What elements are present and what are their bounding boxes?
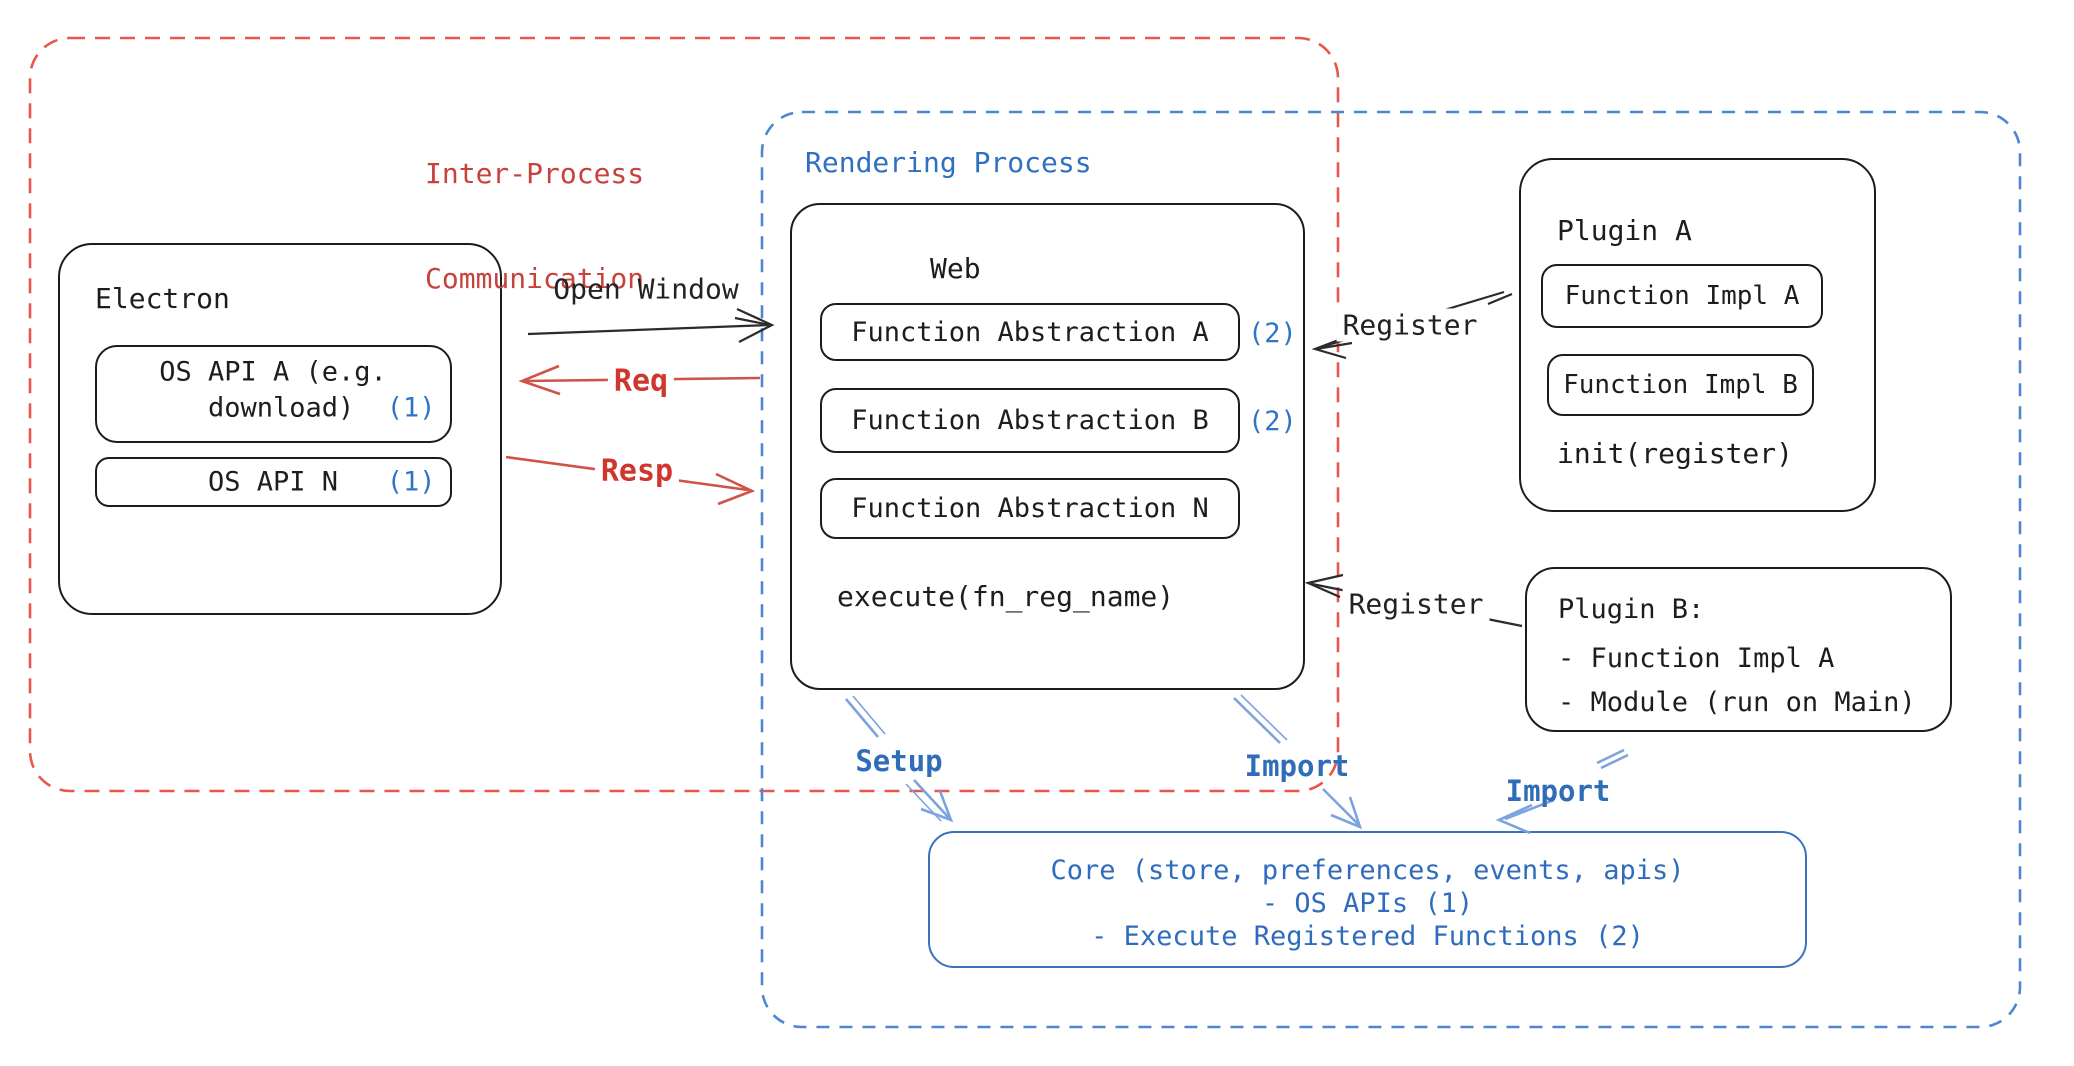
electron-title: Electron xyxy=(95,282,230,315)
os-api-a-badge: (1) xyxy=(386,392,436,424)
os-api-n-row: OS API N (1) xyxy=(110,436,436,529)
fn-abstraction-b-label: Function Abstraction B xyxy=(851,405,1209,436)
import-plugin-label: Import xyxy=(1505,774,1611,808)
fn-abstraction-a-label: Function Abstraction A xyxy=(851,316,1209,348)
plugin-a-impl-b-box: Function Impl B xyxy=(1547,354,1814,416)
execute-label: execute(fn_reg_name) xyxy=(837,580,1175,613)
plugin-b-line3: - Module (run on Main) xyxy=(1558,687,1916,718)
import-web-label: Import xyxy=(1244,749,1350,783)
plugin-a-impl-a-box: Function Impl A xyxy=(1541,264,1823,328)
plugin-a-impl-a-label: Function Impl A xyxy=(1564,281,1800,311)
register-bottom-label: Register xyxy=(1342,587,1490,621)
plugin-b-line1: Plugin B: xyxy=(1558,594,1705,625)
rendering-region-title: Rendering Process xyxy=(805,146,1092,179)
fn-abstraction-n-box: Function Abstraction N xyxy=(820,478,1240,539)
core-box: Core (store, preferences, events, apis) … xyxy=(928,831,1807,968)
web-title: Web xyxy=(930,252,981,285)
fn-abstraction-b-box: Function Abstraction B xyxy=(820,388,1240,453)
core-line1: Core (store, preferences, events, apis) xyxy=(1050,855,1685,886)
plugin-a-title: Plugin A xyxy=(1557,214,1692,247)
os-api-a-line2-text: download) xyxy=(207,392,355,424)
setup-label: Setup xyxy=(855,744,943,778)
register-top-label: Register xyxy=(1336,308,1484,342)
ipc-region-title: Inter-Process Communication xyxy=(425,86,644,366)
fn-abstraction-a-badge: (2) xyxy=(1248,318,1297,349)
fn-abstraction-b-badge: (2) xyxy=(1248,406,1297,437)
req-label: Req xyxy=(607,363,675,399)
plugin-a-impl-b-label: Function Impl B xyxy=(1563,370,1798,400)
os-api-n-badge: (1) xyxy=(386,466,436,498)
resp-label: Resp xyxy=(594,453,680,489)
open-window-label: Open Window xyxy=(553,272,739,306)
ipc-title-line1: Inter-Process xyxy=(425,157,645,190)
os-api-n-text: OS API N xyxy=(207,466,339,498)
core-line2: - OS APIs (1) xyxy=(1261,888,1474,919)
core-line3: - Execute Registered Functions (2) xyxy=(1091,921,1644,952)
fn-abstraction-a-box: Function Abstraction A xyxy=(820,303,1240,361)
plugin-b-line2: - Function Impl A xyxy=(1558,643,1835,674)
plugin-a-init-label: init(register) xyxy=(1557,437,1794,470)
fn-abstraction-n-label: Function Abstraction N xyxy=(851,493,1209,524)
